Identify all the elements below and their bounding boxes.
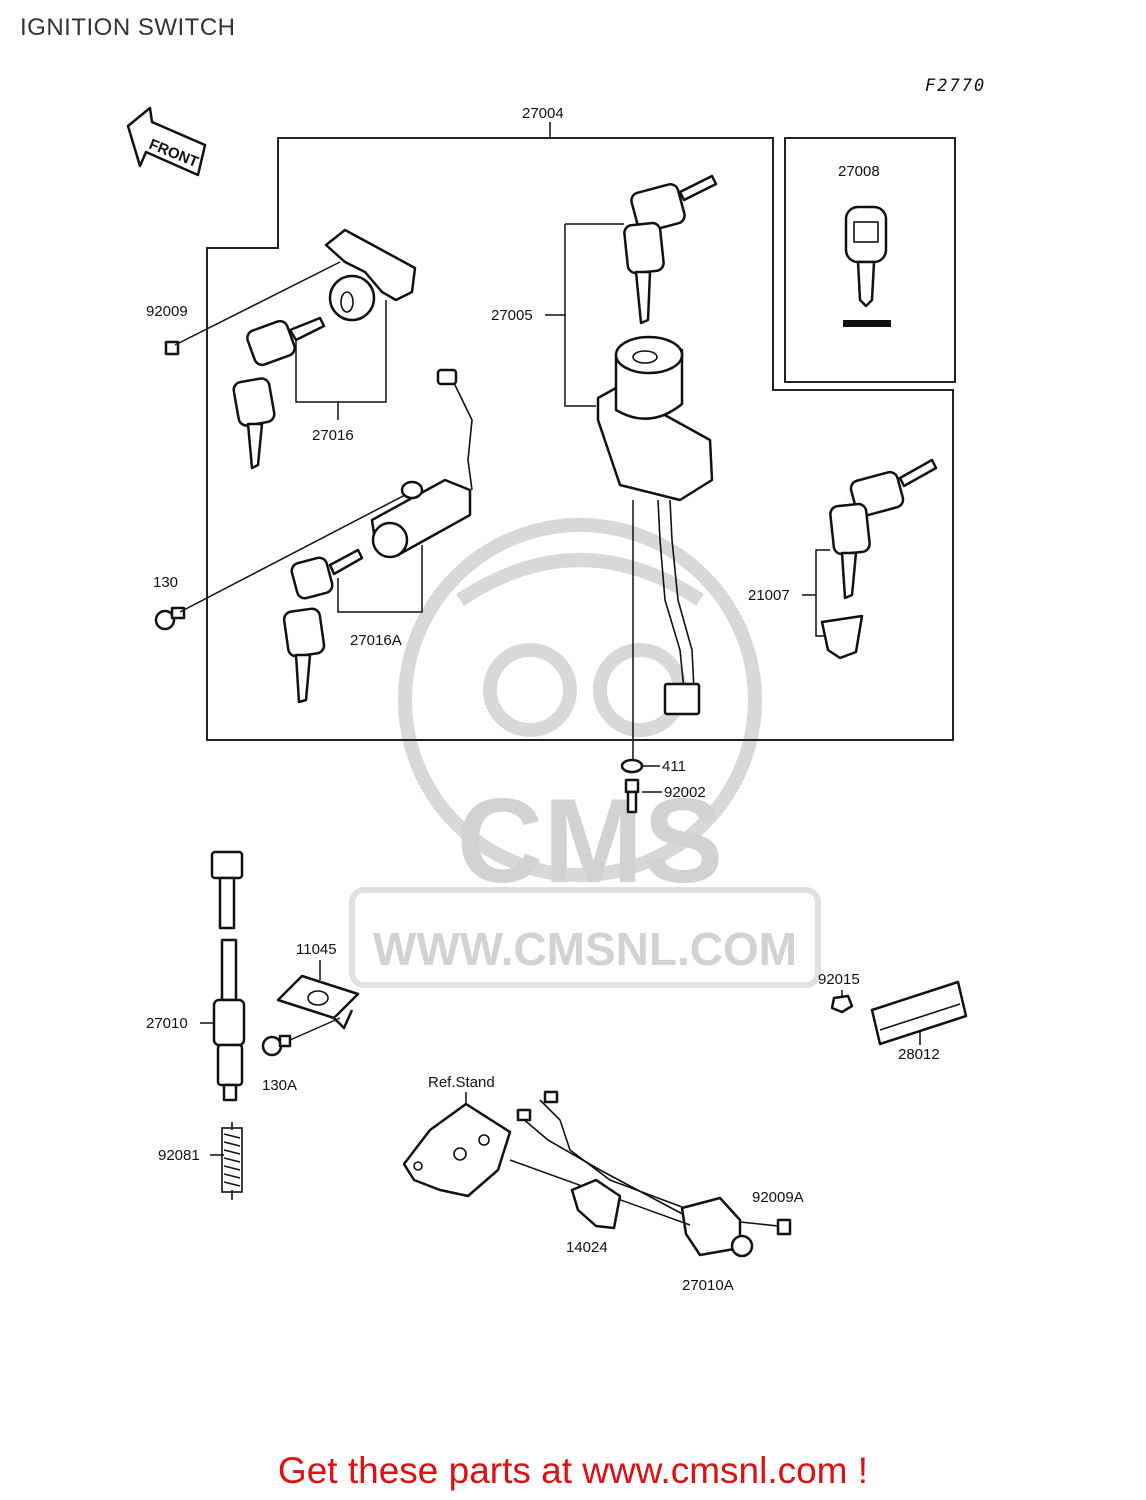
bolt-130 <box>154 494 406 631</box>
label-92015: 92015 <box>818 971 860 988</box>
label-plate-28012 <box>870 980 968 1046</box>
bracket-11045 <box>276 974 360 1030</box>
figure-code: F2770 <box>925 76 987 96</box>
bolt-130A <box>261 1017 341 1057</box>
label-14024: 14024 <box>566 1239 608 1256</box>
nut-92015 <box>830 994 854 1014</box>
label-27016A: 27016A <box>350 632 402 649</box>
label-27016: 27016 <box>312 427 354 444</box>
page-title: IGNITION SWITCH <box>20 14 236 41</box>
label-92002: 92002 <box>664 784 706 801</box>
label-411: 411 <box>662 758 686 775</box>
watermark-logo: CMS WWW.CMSNL.COM <box>349 518 821 988</box>
neutral-switch-27010 <box>210 850 246 1102</box>
clamp-14024 <box>570 1178 622 1230</box>
blank-key-icon <box>843 205 891 327</box>
key-pair-27016A <box>282 548 364 704</box>
key-pair-27016 <box>232 316 326 470</box>
front-arrow: FRONT <box>126 106 207 177</box>
label-ref-stand: Ref.Stand <box>428 1074 495 1091</box>
label-21007: 21007 <box>748 587 790 604</box>
key-box-27008 <box>784 137 956 383</box>
label-11045: 11045 <box>296 941 337 958</box>
footer-link-text[interactable]: Get these parts at www.cmsnl.com ! <box>277 1450 869 1491</box>
key-pair-27005 <box>623 174 718 325</box>
label-27008: 27008 <box>838 163 880 180</box>
label-92009A: 92009A <box>752 1189 804 1206</box>
seat-lock-27016 <box>324 228 417 322</box>
screw-92002 <box>624 778 640 814</box>
assembly-frame-27004 <box>206 137 954 741</box>
washer-411 <box>620 758 644 774</box>
label-28012: 28012 <box>898 1046 940 1063</box>
label-27010A: 27010A <box>682 1277 734 1294</box>
label-130A: 130A <box>262 1077 297 1094</box>
ignition-switch-27005 <box>596 335 714 716</box>
key-pair-21007 <box>820 458 938 660</box>
side-stand-ref <box>402 1102 512 1198</box>
label-92009: 92009 <box>146 303 188 320</box>
label-27004: 27004 <box>522 105 564 122</box>
screw-92009A <box>739 1218 792 1236</box>
label-27010: 27010 <box>146 1015 188 1032</box>
spring-92081 <box>221 1122 243 1200</box>
watermark-brand: CMS <box>457 774 724 908</box>
helmet-lock-27016A <box>370 368 473 559</box>
watermark-url: WWW.CMSNL.COM <box>373 923 797 975</box>
label-27005: 27005 <box>491 307 533 324</box>
label-130: 130 <box>153 574 178 591</box>
stand-switch-27010A <box>509 1090 754 1258</box>
label-92081: 92081 <box>158 1147 200 1164</box>
screw-92009 <box>164 261 341 356</box>
